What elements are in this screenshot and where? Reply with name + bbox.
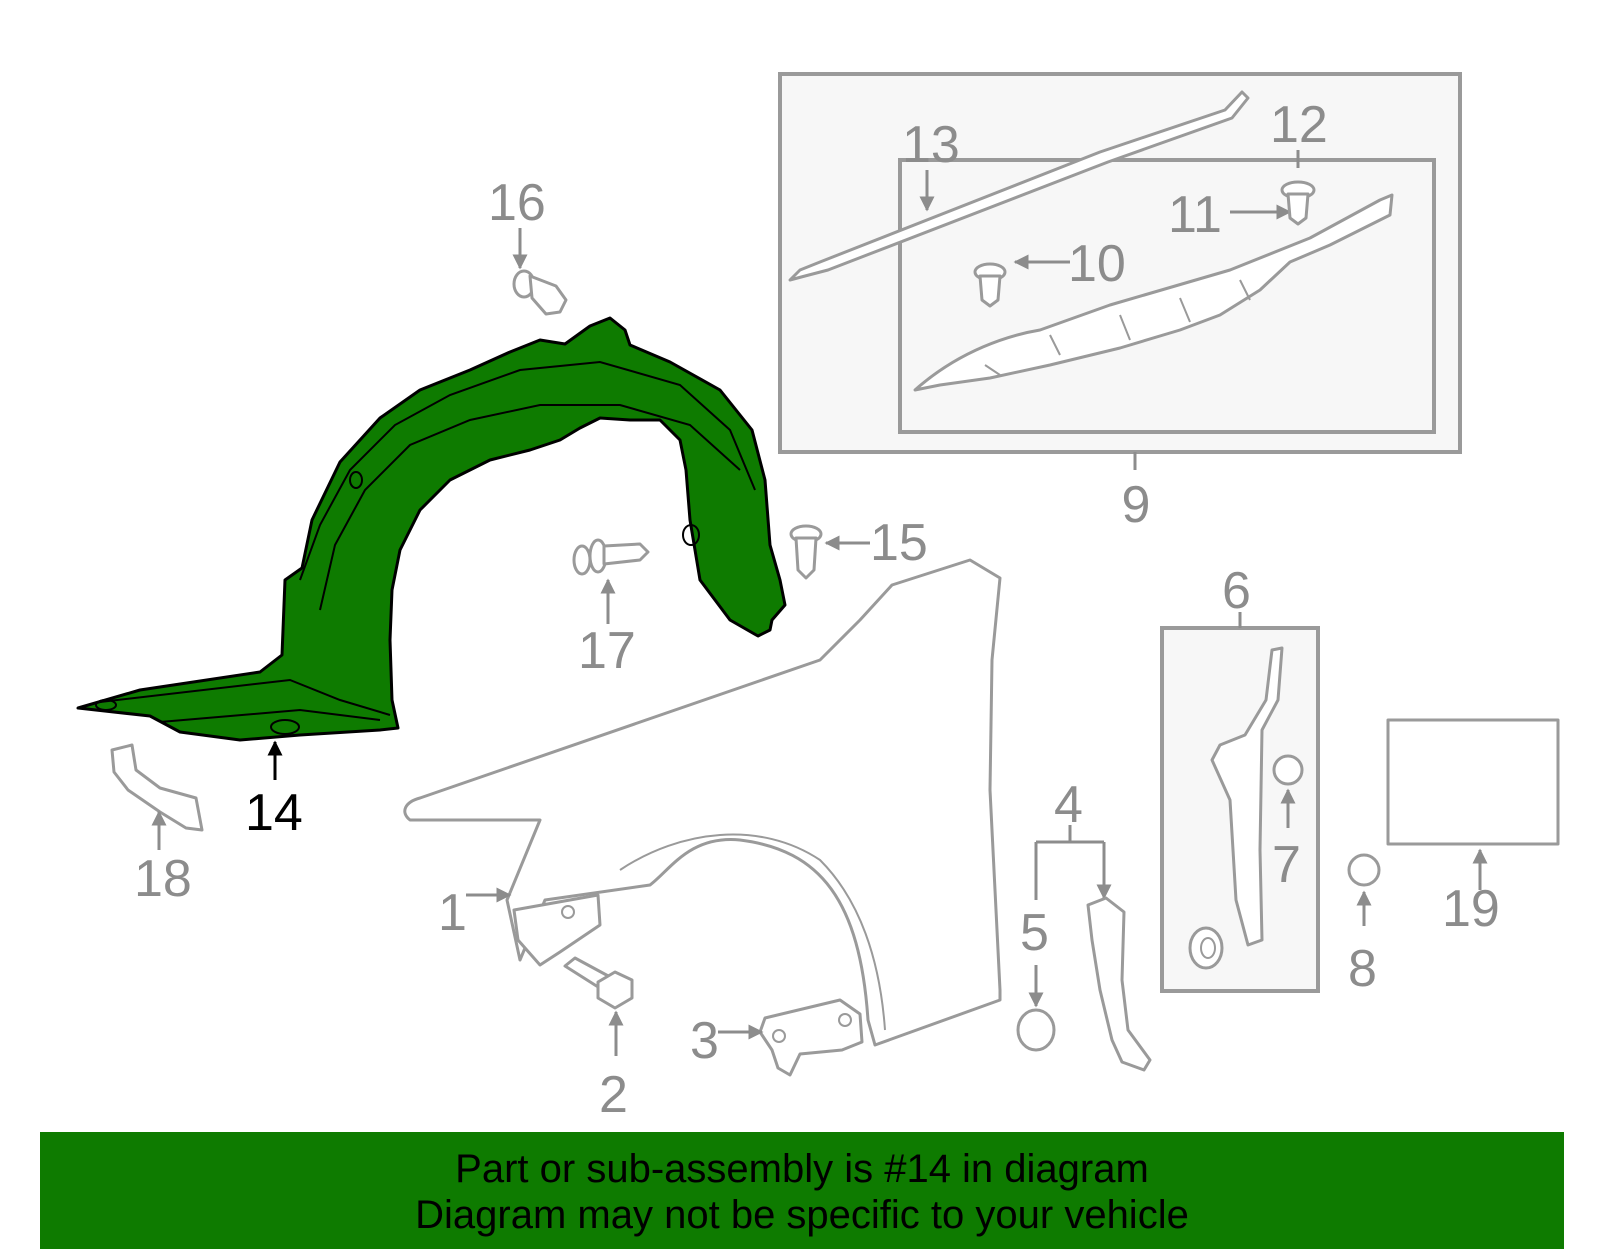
callout-6: 6 [1222, 562, 1251, 620]
callout-13: 13 [902, 116, 960, 174]
bracket-part-4 [1034, 825, 1152, 1072]
callout-15: 15 [870, 514, 928, 572]
bracket-part-18 [110, 743, 204, 850]
callout-4: 4 [1054, 776, 1083, 834]
callout-16: 16 [488, 174, 546, 232]
callout-14: 14 [245, 784, 303, 842]
callout-19: 19 [1442, 880, 1500, 938]
clip-part-7 [1272, 754, 1304, 828]
callout-5: 5 [1020, 904, 1049, 962]
callout-8: 8 [1348, 940, 1377, 998]
seal-assembly-part-6 [1160, 612, 1320, 993]
callout-17: 17 [578, 622, 636, 680]
push-pin-part-17 [572, 538, 650, 624]
cowl-side-panel [913, 150, 1394, 392]
bracket-part-3 [718, 998, 864, 1077]
callout-11: 11 [1168, 186, 1222, 244]
clip-part-12 [1280, 180, 1316, 226]
callout-2: 2 [599, 1066, 628, 1124]
assembly-frame-9 [778, 72, 1462, 470]
bolt-part-2 [563, 956, 634, 1056]
clip-part-16 [512, 228, 568, 316]
callout-12: 12 [1270, 96, 1328, 154]
clip-part-15 [789, 524, 870, 580]
callout-7: 7 [1272, 836, 1301, 894]
banner-line-2: Diagram may not be specific to your vehi… [415, 1193, 1189, 1237]
seal-strip-part-13 [788, 90, 1250, 282]
fender-liner-part-14 [76, 316, 787, 780]
clip-part-10 [973, 262, 1007, 308]
callout-10: 10 [1068, 235, 1126, 293]
fender-part-1 [403, 558, 1002, 1047]
callout-1: 1 [438, 884, 467, 942]
banner-line-1: Part or sub-assembly is #14 in diagram [455, 1147, 1149, 1191]
callout-18: 18 [134, 850, 192, 908]
clip-part-5 [1016, 965, 1056, 1052]
callout-9: 9 [1122, 476, 1151, 534]
label-part-19 [1386, 718, 1560, 890]
callout-3: 3 [690, 1012, 719, 1070]
clip-part-8 [1347, 853, 1381, 926]
info-banner: Part or sub-assembly is #14 in diagram D… [40, 1132, 1564, 1249]
